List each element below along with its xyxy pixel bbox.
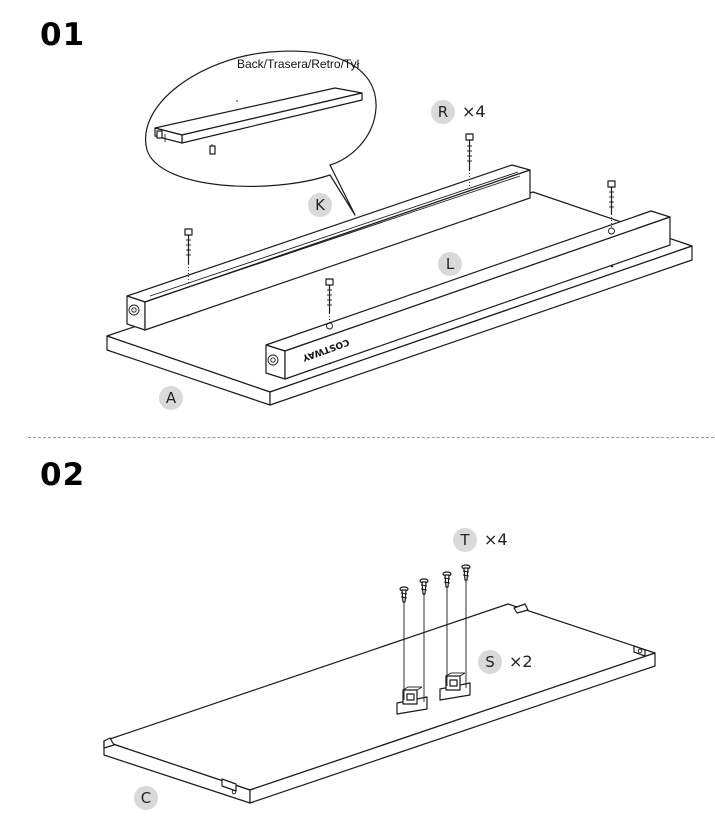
screw-t-4 <box>461 564 471 688</box>
label-t: T <box>453 528 477 552</box>
callout-back-label: Back/Trasera/Retro/Tył <box>237 57 360 71</box>
screw-t-1 <box>399 586 409 700</box>
label-k: K <box>308 193 332 217</box>
rail-l: COSTWAY <box>265 210 671 380</box>
label-s: S <box>478 650 502 674</box>
callout-balloon <box>145 50 377 216</box>
step-divider <box>28 437 714 438</box>
label-l: L <box>438 252 462 276</box>
bolt-r-2 <box>465 133 474 186</box>
screw-t-3 <box>442 571 452 686</box>
panel-a <box>106 191 693 406</box>
bolt-r-4 <box>325 278 334 330</box>
panel-c <box>103 603 656 804</box>
bolt-r-3 <box>607 180 616 235</box>
bolt-r-1 <box>184 228 193 283</box>
label-c: C <box>134 786 158 810</box>
quantity-s: ×2 <box>509 652 533 671</box>
step-number-01: 01 <box>40 17 86 53</box>
rail-k <box>126 164 531 331</box>
bracket-s-1 <box>396 686 428 715</box>
quantity-r: ×4 <box>462 102 486 121</box>
quantity-t: ×4 <box>484 530 508 549</box>
step-number-02: 02 <box>40 457 86 493</box>
label-r: R <box>431 100 455 124</box>
bracket-s-2 <box>439 672 471 701</box>
label-a: A <box>159 386 183 410</box>
screw-t-2 <box>419 578 429 702</box>
